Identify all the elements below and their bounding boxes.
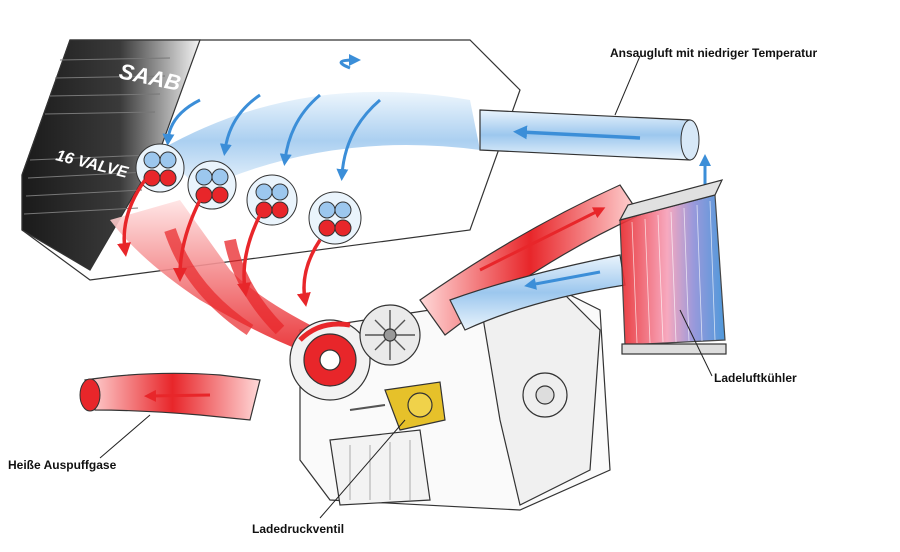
wastegate-label: Ladedruckventil bbox=[252, 522, 345, 536]
intercooler-callout-line bbox=[679, 309, 713, 377]
cylinder-3 bbox=[246, 174, 298, 226]
intake-manifold bbox=[160, 91, 480, 190]
intake-callout-line bbox=[614, 55, 641, 116]
intercooler-label: Ladeluftkühler bbox=[714, 371, 797, 385]
wastegate-actuator bbox=[349, 381, 446, 431]
intake-flow-arrows bbox=[162, 54, 381, 181]
exhaust-flow-arrows bbox=[117, 178, 322, 307]
exhaust-label: Heiße Auspuffgase bbox=[8, 458, 117, 472]
wastegate-callout-line bbox=[319, 419, 406, 519]
intake-pipe-top bbox=[479, 109, 711, 195]
valve-ports bbox=[135, 143, 362, 245]
cylinder-2 bbox=[187, 160, 237, 210]
callout-lines bbox=[99, 55, 713, 519]
intercooler bbox=[618, 179, 727, 355]
intake-air-label: Ansaugluft mit niedriger Temperatur bbox=[610, 46, 818, 60]
turbocharger bbox=[289, 304, 421, 401]
exhaust-downpipe bbox=[79, 372, 261, 421]
cylinder-4 bbox=[308, 191, 362, 245]
cylinder-1 bbox=[135, 143, 185, 193]
exhaust-callout-line bbox=[99, 414, 151, 459]
